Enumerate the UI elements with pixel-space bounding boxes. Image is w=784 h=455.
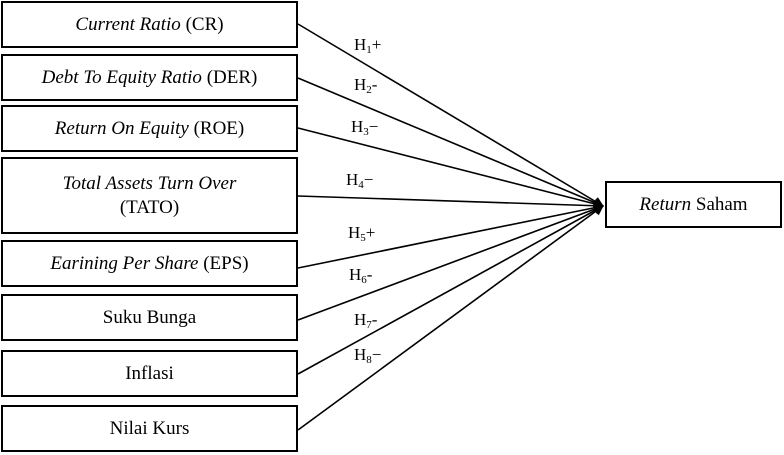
variable-label-tato-line1: Total Assets Turn Over xyxy=(62,172,237,194)
variable-label-suku-bunga: Suku Bunga xyxy=(102,306,197,328)
variable-box-der: Debt To Equity Ratio (DER) xyxy=(1,54,298,101)
variable-box-nilai-kurs: Nilai Kurs xyxy=(1,405,298,452)
variable-label-cr: Current Ratio (CR) xyxy=(75,13,224,35)
variable-label-tato-line2: (TATO) xyxy=(119,196,180,218)
dependent-variable-box: Return Saham xyxy=(605,181,782,228)
arrow-h4 xyxy=(297,195,604,211)
variable-label-der: Debt To Equity Ratio (DER) xyxy=(41,66,258,88)
hypothesis-label-h8: H8− xyxy=(354,345,382,366)
variable-label-nilai-kurs: Nilai Kurs xyxy=(109,417,190,439)
hypothesis-label-h6: H6- xyxy=(349,265,373,286)
hypothesis-label-h3: H3− xyxy=(351,117,379,138)
variable-box-inflasi: Inflasi xyxy=(1,350,298,397)
arrow-h5 xyxy=(297,202,604,269)
variable-label-eps: Earining Per Share (EPS) xyxy=(50,252,249,274)
arrow-h3 xyxy=(297,127,604,209)
hypothesis-label-h5: H5+ xyxy=(348,223,376,244)
variable-box-roe: Return On Equity (ROE) xyxy=(1,105,298,152)
arrow-h8 xyxy=(297,205,604,431)
arrow-h1 xyxy=(297,23,604,207)
hypothesis-label-h1: H1+ xyxy=(354,35,382,56)
hypothesis-label-h4: H4− xyxy=(346,170,374,191)
hypothesis-label-h7: H7- xyxy=(354,310,378,331)
variable-label-inflasi: Inflasi xyxy=(125,362,174,384)
arrow-h2 xyxy=(297,77,604,208)
arrow-h6 xyxy=(297,204,604,321)
variable-box-tato: Total Assets Turn Over (TATO) xyxy=(1,157,298,234)
variable-label-roe: Return On Equity (ROE) xyxy=(54,117,245,139)
dependent-variable-label: Return Saham xyxy=(639,193,748,215)
variable-box-cr: Current Ratio (CR) xyxy=(1,1,298,48)
arrow-h7 xyxy=(297,205,604,375)
variable-box-suku-bunga: Suku Bunga xyxy=(1,294,298,341)
hypothesis-label-h2: H2- xyxy=(354,75,378,96)
variable-box-eps: Earining Per Share (EPS) xyxy=(1,240,298,287)
